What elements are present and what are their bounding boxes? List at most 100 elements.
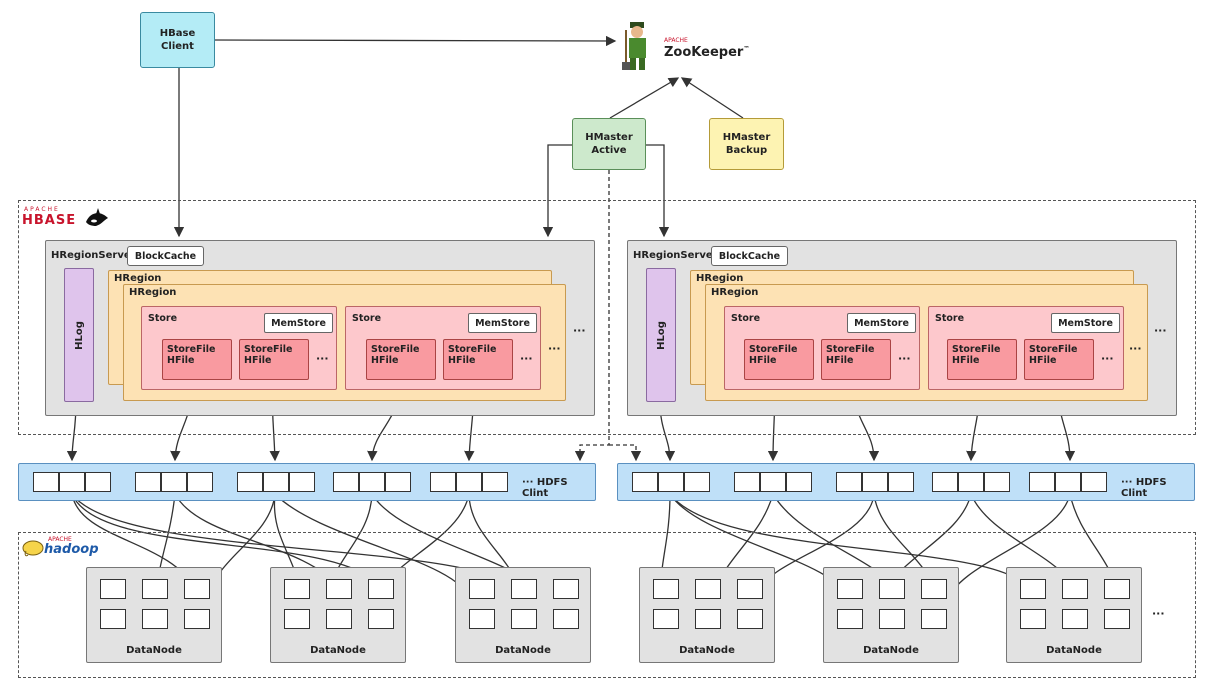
region-server-label: HRegionServer — [51, 250, 136, 261]
orca-whale-icon — [86, 208, 108, 226]
datanode-block — [837, 579, 863, 599]
blockcache-box: BlockCache — [711, 246, 788, 266]
hdfs-block — [760, 472, 786, 492]
zookeeper-name: ZooKeeper™ — [664, 45, 749, 60]
storefile-label-line1: StoreFile — [244, 344, 293, 355]
datanode-block — [142, 579, 168, 599]
hdfs-block — [684, 472, 710, 492]
store-label: Store — [148, 313, 178, 324]
datanode-block — [553, 579, 579, 599]
hdfs-block — [263, 472, 289, 492]
zookeeper-apache-label: APACHE — [664, 37, 688, 44]
hmaster-to-hdfs1-dashed — [574, 170, 610, 462]
hlog-1: HLog — [64, 268, 94, 402]
hbase-client-label-line1: HBase — [159, 28, 196, 39]
datanode-6: DataNode — [1006, 567, 1142, 663]
hmaster-active-to-zookeeper-arrow — [609, 77, 680, 119]
datanode-label: DataNode — [310, 645, 366, 656]
zookeeper-trademark: ™ — [743, 45, 750, 53]
hdfs-block — [33, 472, 59, 492]
hmaster-to-hdfs2-dashed — [609, 444, 642, 462]
hregion-label: HRegion — [129, 287, 177, 298]
datanode-block — [368, 579, 394, 599]
hdfs-block — [836, 472, 862, 492]
memstore-box: MemStore — [468, 313, 537, 333]
storefile-label-line1: StoreFile — [448, 344, 497, 355]
hdfs-block — [958, 472, 984, 492]
hdfs-block — [482, 472, 508, 492]
hdfs-block — [59, 472, 85, 492]
hadoop-logo-text: hadoop — [44, 542, 99, 557]
datanode-block — [100, 579, 126, 599]
datanode-block — [184, 579, 210, 599]
storefile-label-line1: StoreFile — [371, 344, 420, 355]
store-label: Store — [352, 313, 382, 324]
hbase-logo-text: HBASE — [22, 213, 77, 228]
hregion-label: HRegion — [696, 273, 744, 284]
storefile-label-line1: StoreFile — [167, 344, 216, 355]
storefile-label-line2: HFile — [1029, 355, 1057, 366]
hdfs-block — [135, 472, 161, 492]
hdfs-client-label: ··· HDFS Clint — [522, 477, 568, 499]
datanode-block — [1020, 609, 1046, 629]
datanode-block — [284, 609, 310, 629]
hmaster-active-label-line1: HMaster — [585, 132, 633, 143]
datanode-block — [1062, 579, 1088, 599]
blockcache-box: BlockCache — [127, 246, 204, 266]
datanode-block — [469, 579, 495, 599]
hmaster-active-label-line2: Active — [591, 145, 627, 156]
hbase-logo: APACHE HBASE — [22, 206, 118, 230]
hdfs-block — [187, 472, 213, 492]
hmaster-backup-to-zookeeper-arrow — [680, 77, 744, 119]
datanode-block — [653, 609, 679, 629]
hdfs-block — [1029, 472, 1055, 492]
hdfs-client-1: ··· HDFS Clint — [18, 463, 596, 501]
storefile-more: ··· — [1101, 352, 1114, 365]
datanode-block — [737, 579, 763, 599]
datanode-block — [879, 579, 905, 599]
storefile-label-line2: HFile — [167, 355, 195, 366]
datanode-4: DataNode — [639, 567, 775, 663]
datanode-block — [695, 579, 721, 599]
datanode-block — [100, 609, 126, 629]
storefile-more: ··· — [316, 352, 329, 365]
datanode-3: DataNode — [455, 567, 591, 663]
hadoop-logo-apache: APACHE — [48, 536, 72, 543]
region-more: ··· — [573, 324, 586, 337]
storefile-label-line1: StoreFile — [749, 344, 798, 355]
datanode-label: DataNode — [1046, 645, 1102, 656]
hmaster-to-rs1-arrow — [542, 144, 572, 238]
datanode-block — [284, 579, 310, 599]
hlog-label: HLog — [73, 320, 85, 350]
datanode-1: DataNode — [86, 567, 222, 663]
hdfs-block — [932, 472, 958, 492]
datanode-block — [1020, 579, 1046, 599]
hadoop-elephant-icon — [22, 540, 44, 557]
hadoop-logo: APACHE hadoop — [22, 536, 114, 558]
hdfs-client-label: ··· HDFS Clint — [1121, 477, 1167, 499]
zookeeper-name-text: ZooKeeper — [664, 45, 744, 60]
datanode-block — [326, 609, 352, 629]
storefile-label-line2: HFile — [952, 355, 980, 366]
hdfs-block — [734, 472, 760, 492]
hdfs-block — [289, 472, 315, 492]
hbase-logo-apache: APACHE — [24, 206, 60, 213]
storefile-label-line1: StoreFile — [952, 344, 1001, 355]
zookeeper-logo: APACHE ZooKeeper™ — [618, 10, 749, 72]
hdfs-block — [984, 472, 1010, 492]
storefile-label-line2: HFile — [448, 355, 476, 366]
datanode-block — [184, 609, 210, 629]
hmaster-backup-label-line2: Backup — [725, 145, 768, 156]
store-label: Store — [731, 313, 761, 324]
hadoop-cluster-boundary — [18, 532, 1196, 678]
hdfs-block — [456, 472, 482, 492]
hdfs-block — [632, 472, 658, 492]
hmaster-to-rs2-arrow — [646, 144, 670, 238]
